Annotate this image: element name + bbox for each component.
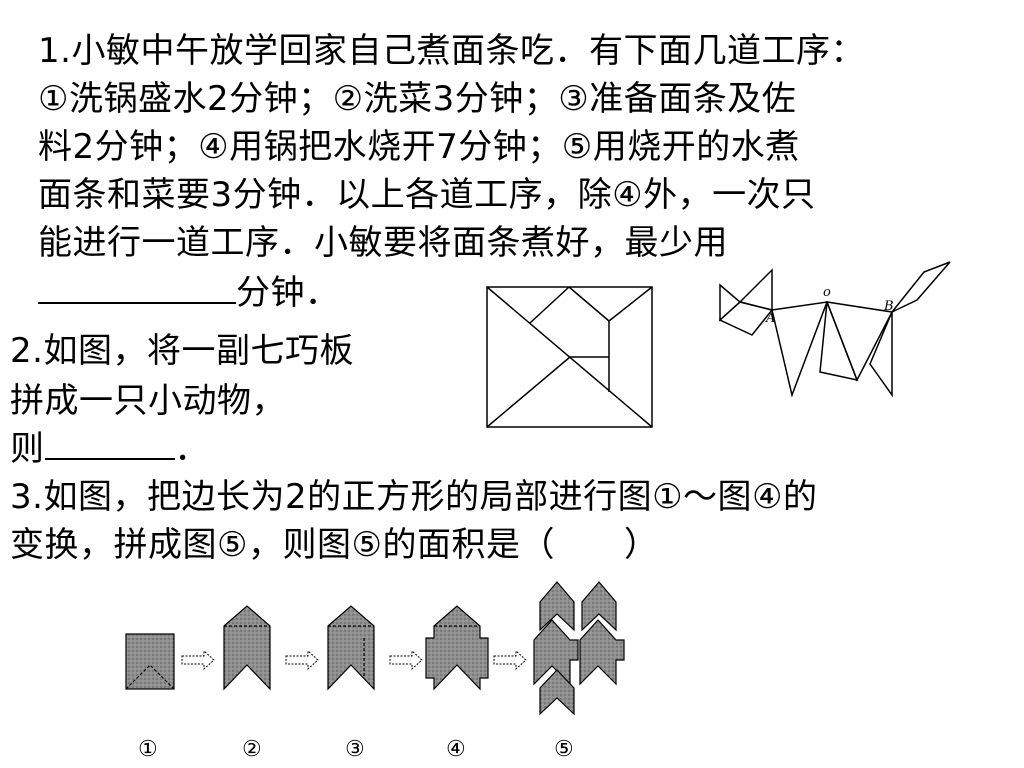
- label-o: o: [823, 285, 831, 300]
- label-B: B: [883, 299, 894, 314]
- arrow-3: [389, 649, 423, 671]
- caption-figure-3: ③: [345, 737, 365, 762]
- figure-4: [425, 605, 489, 691]
- figure-1: [125, 633, 175, 690]
- arrow-1: [181, 649, 215, 671]
- problem1-line-1: 1.小敏中午放学回家自己煮面条吃．有下面几道工序：: [38, 31, 865, 71]
- figure-3: [327, 605, 375, 691]
- answer-blank[interactable]: [44, 428, 175, 460]
- tangram-animal-figure: o A B: [718, 261, 951, 398]
- caption-figure-4: ④: [446, 737, 466, 762]
- problem1-line-2: ①洗锅盛水2分钟；②洗菜3分钟；③准备面条及佐: [38, 79, 797, 119]
- problem1-line-5: 能进行一道工序．小敏要将面条煮好，最少用: [38, 223, 728, 263]
- problem1-answer-line: 分钟．: [38, 272, 340, 314]
- transformation-figures: [125, 581, 625, 716]
- problem2-line-1: 2.如图，将一副七巧板: [10, 331, 354, 371]
- problem1-line-4: 面条和菜要3分钟．以上各道工序，除④外，一次只: [38, 175, 816, 215]
- answer-blank[interactable]: [38, 272, 236, 304]
- caption-figure-2: ②: [242, 737, 262, 762]
- figure-2: [223, 605, 271, 691]
- answer-suffix: ．: [174, 429, 209, 469]
- arrow-2: [285, 649, 319, 671]
- answer-unit: 分钟．: [236, 273, 340, 313]
- arrow-4: [493, 649, 527, 671]
- problem3-line-2: 变换，拼成图⑤，则图⑤的面积是（ ）: [10, 525, 659, 565]
- problem2-answer-line: 则．: [10, 428, 209, 470]
- caption-figure-5: ⑤: [554, 737, 574, 762]
- problem2-line-2: 拼成一只小动物，: [10, 381, 286, 421]
- caption-figure-1: ①: [138, 737, 158, 762]
- figure-5: [533, 581, 625, 716]
- label-A: A: [765, 311, 775, 326]
- problem1-line-3: 料2分钟；④用锅把水烧开7分钟；⑤用烧开的水煮: [38, 127, 800, 167]
- problem3-line-1: 3.如图，把边长为2的正方形的局部进行图①～图④的: [10, 477, 818, 517]
- tangram-square-figure: [486, 286, 653, 428]
- answer-prefix: 则: [10, 429, 45, 469]
